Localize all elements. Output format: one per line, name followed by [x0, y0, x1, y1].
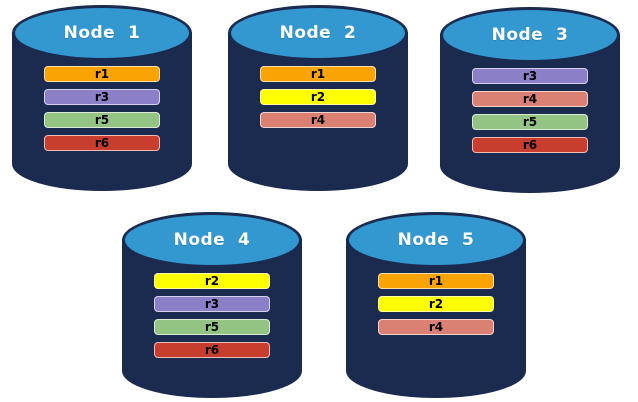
node-title: Node 1 — [63, 23, 141, 43]
node-4: Node 4 r2 r3 r5 r6 — [122, 212, 302, 398]
replica-list: r1 r2 r4 — [346, 273, 526, 335]
node-1: Node 1 r1 r3 r5 r6 — [12, 5, 192, 191]
replica-label: r5 — [94, 113, 110, 127]
replica-label: r2 — [310, 90, 326, 104]
replica-list: r2 r3 r5 r6 — [122, 273, 302, 358]
replica-bar: r4 — [472, 91, 588, 107]
replica-label: r1 — [310, 67, 326, 81]
replica-label: r4 — [522, 92, 538, 106]
replica-label: r2 — [204, 274, 220, 288]
node-title: Node 2 — [279, 23, 357, 43]
replica-label: r3 — [94, 90, 110, 104]
replica-bar: r1 — [260, 66, 376, 82]
replica-bar: r3 — [44, 89, 160, 105]
replica-label: r6 — [94, 136, 110, 150]
replica-bar: r5 — [472, 114, 588, 130]
replica-bar: r2 — [154, 273, 270, 289]
node-title: Node 3 — [491, 25, 569, 45]
replica-label: r1 — [94, 67, 110, 81]
node-2: Node 2 r1 r2 r4 — [228, 5, 408, 191]
replica-bar: r3 — [154, 296, 270, 312]
replica-bar: r6 — [472, 137, 588, 153]
replica-bar: r3 — [472, 68, 588, 84]
cylinder-top-ellipse: Node 5 — [346, 212, 526, 268]
replica-label: r5 — [522, 115, 538, 129]
node-5: Node 5 r1 r2 r4 — [346, 212, 526, 398]
cylinder-top-ellipse: Node 1 — [12, 5, 192, 61]
replica-label: r6 — [522, 138, 538, 152]
cylinder-top-ellipse: Node 2 — [228, 5, 408, 61]
replica-list: r1 r3 r5 r6 — [12, 66, 192, 151]
replica-list: r1 r2 r4 — [228, 66, 408, 128]
replica-label: r2 — [428, 297, 444, 311]
replica-bar: r5 — [44, 112, 160, 128]
replica-bar: r4 — [378, 319, 494, 335]
cylinder-top-ellipse: Node 3 — [440, 7, 620, 63]
replica-label: r4 — [310, 113, 326, 127]
replica-label: r1 — [428, 274, 444, 288]
replica-label: r3 — [204, 297, 220, 311]
replica-label: r5 — [204, 320, 220, 334]
replica-bar: r4 — [260, 112, 376, 128]
replica-bar: r6 — [154, 342, 270, 358]
replica-label: r3 — [522, 69, 538, 83]
replica-label: r4 — [428, 320, 444, 334]
replica-bar: r1 — [378, 273, 494, 289]
node-title: Node 4 — [173, 230, 251, 250]
replica-bar: r2 — [378, 296, 494, 312]
replica-bar: r6 — [44, 135, 160, 151]
node-title: Node 5 — [397, 230, 475, 250]
cylinder-top-ellipse: Node 4 — [122, 212, 302, 268]
replica-bar: r1 — [44, 66, 160, 82]
node-3: Node 3 r3 r4 r5 r6 — [440, 7, 620, 193]
replica-label: r6 — [204, 343, 220, 357]
replica-bar: r5 — [154, 319, 270, 335]
replica-list: r3 r4 r5 r6 — [440, 68, 620, 153]
replica-bar: r2 — [260, 89, 376, 105]
